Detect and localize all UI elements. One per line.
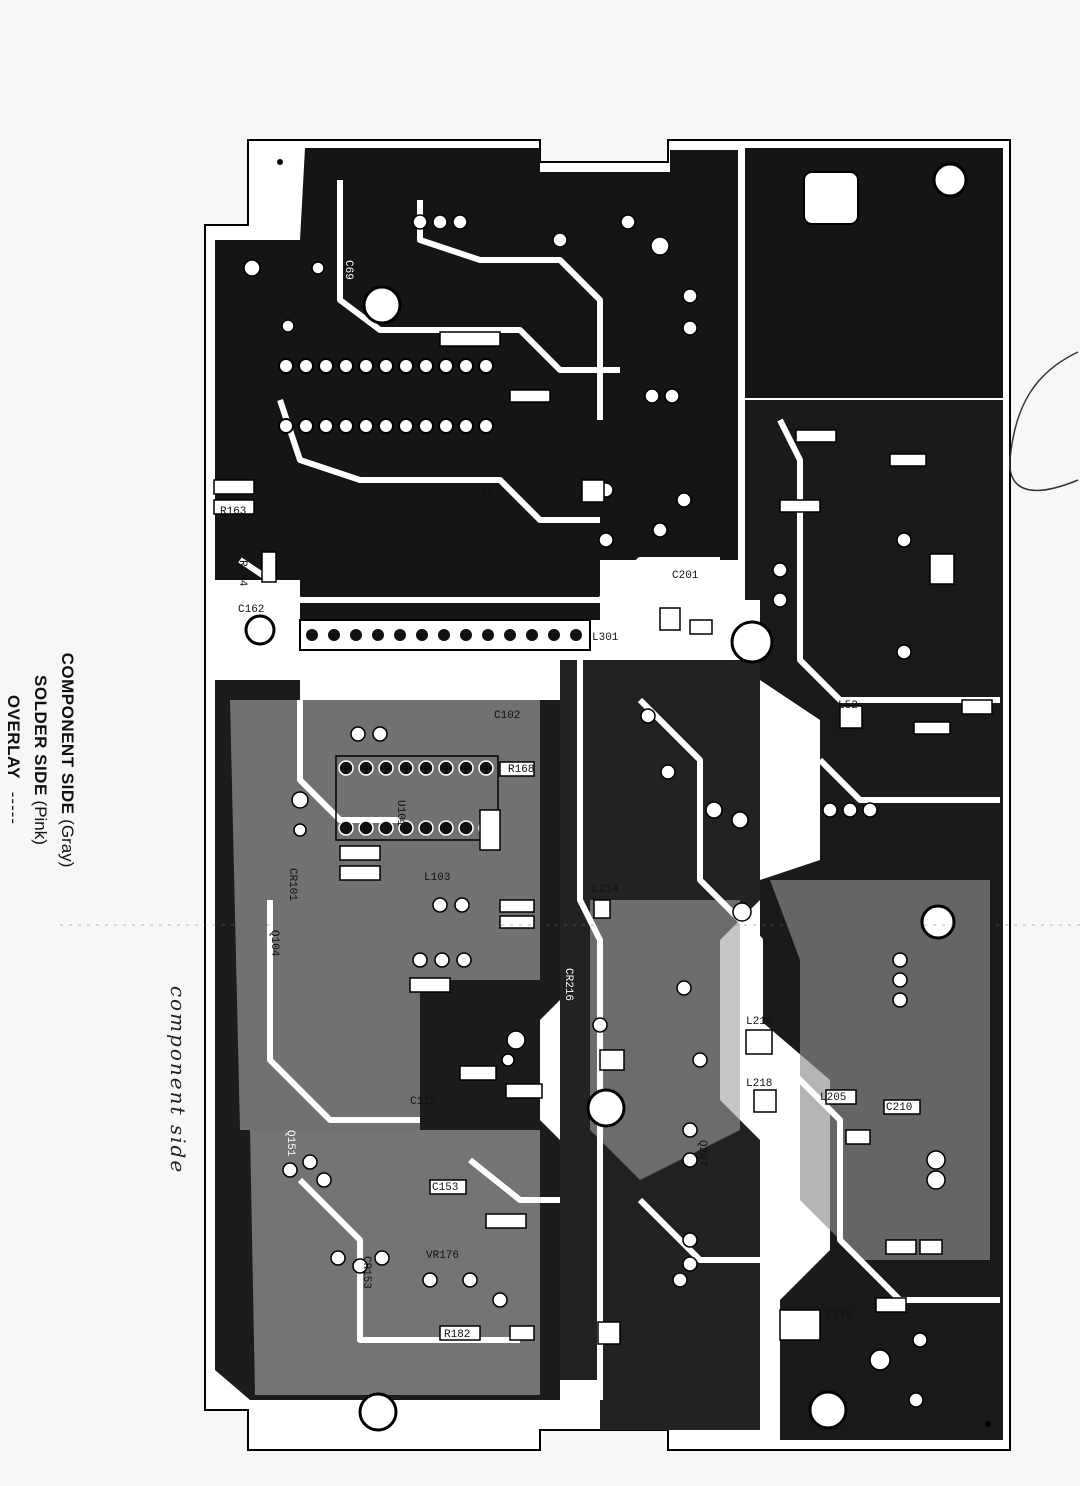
component-pads — [243, 214, 946, 1408]
ref-l103: L103 — [424, 872, 450, 884]
heatsink-pad — [803, 171, 859, 225]
handwritten-note: component side — [166, 985, 190, 1175]
smd-components — [213, 331, 993, 1345]
component-side-zone-right — [770, 880, 990, 1260]
ic-pin-row-top — [278, 358, 494, 434]
legend-overlay: OVERLAY ----- — [0, 520, 26, 1000]
legend-solder-side-label: SOLDER SIDE — [30, 675, 50, 796]
ref-r168: R168 — [508, 764, 534, 776]
layer-legend: COMPONENT SIDE (Gray) SOLDER SIDE (Pink)… — [0, 520, 81, 1000]
ref-l301: L301 — [592, 632, 619, 644]
ref-u101: U101 — [394, 800, 406, 827]
silkscreen-labels: C162 R163 R164 C76 C201 L301 R168 C69 U1… — [220, 260, 912, 1341]
ref-q151: Q151 — [284, 1130, 296, 1157]
connector-l301-outline — [299, 619, 591, 651]
ref-l52: L52 — [838, 700, 858, 712]
solder-ground-plane-top — [215, 148, 738, 620]
ref-c69: C69 — [342, 260, 354, 280]
legend-component-side: COMPONENT SIDE (Gray) — [54, 520, 81, 1000]
fiducial-bottom-right — [985, 1421, 991, 1427]
ref-l218: L218 — [746, 1078, 772, 1090]
copper-traces — [238, 180, 1000, 1400]
margin-pen-mark — [1009, 351, 1079, 492]
mounting-holes — [244, 162, 968, 1432]
ref-c153: C153 — [432, 1182, 458, 1194]
ref-q104: Q104 — [268, 930, 280, 957]
ref-c210: C210 — [886, 1102, 912, 1114]
ref-cr153: CR153 — [360, 1256, 372, 1289]
ref-c76: C76 — [474, 488, 494, 500]
connector-l301-pins — [304, 627, 584, 643]
legend-overlay-symbol: ----- — [3, 791, 23, 826]
ref-cr216: CR216 — [562, 968, 574, 1001]
ic-u101-pins — [338, 760, 494, 836]
ref-r182: R182 — [444, 1329, 470, 1341]
ref-r164: R164 — [236, 560, 248, 587]
ref-l216: L216 — [746, 1016, 772, 1028]
ic-u101-outline — [335, 755, 499, 841]
legend-component-side-label: COMPONENT SIDE — [57, 652, 77, 815]
ref-c102: C102 — [494, 710, 520, 722]
ref-q207: Q207 — [696, 1140, 708, 1166]
ref-cr101: CR101 — [286, 868, 298, 901]
legend-component-side-color: (Gray) — [57, 819, 77, 868]
ref-c276: C276 — [826, 1310, 852, 1322]
ref-l205: L205 — [820, 1092, 846, 1104]
ref-r163: R163 — [220, 506, 246, 518]
component-side-zone-left — [230, 700, 540, 1130]
component-side-zone-center — [590, 900, 740, 1180]
fiducial-top-left — [277, 159, 283, 165]
ref-c162: C162 — [238, 604, 264, 616]
ref-vr176: VR176 — [426, 1250, 459, 1262]
legend-overlay-label: OVERLAY — [3, 694, 23, 780]
legend-solder-side-color: (Pink) — [30, 800, 50, 845]
ref-c201: C201 — [672, 570, 699, 582]
ref-c112: C112 — [410, 1096, 436, 1108]
legend-solder-side: SOLDER SIDE (Pink) — [26, 520, 53, 1000]
ref-l214: L214 — [592, 884, 619, 896]
